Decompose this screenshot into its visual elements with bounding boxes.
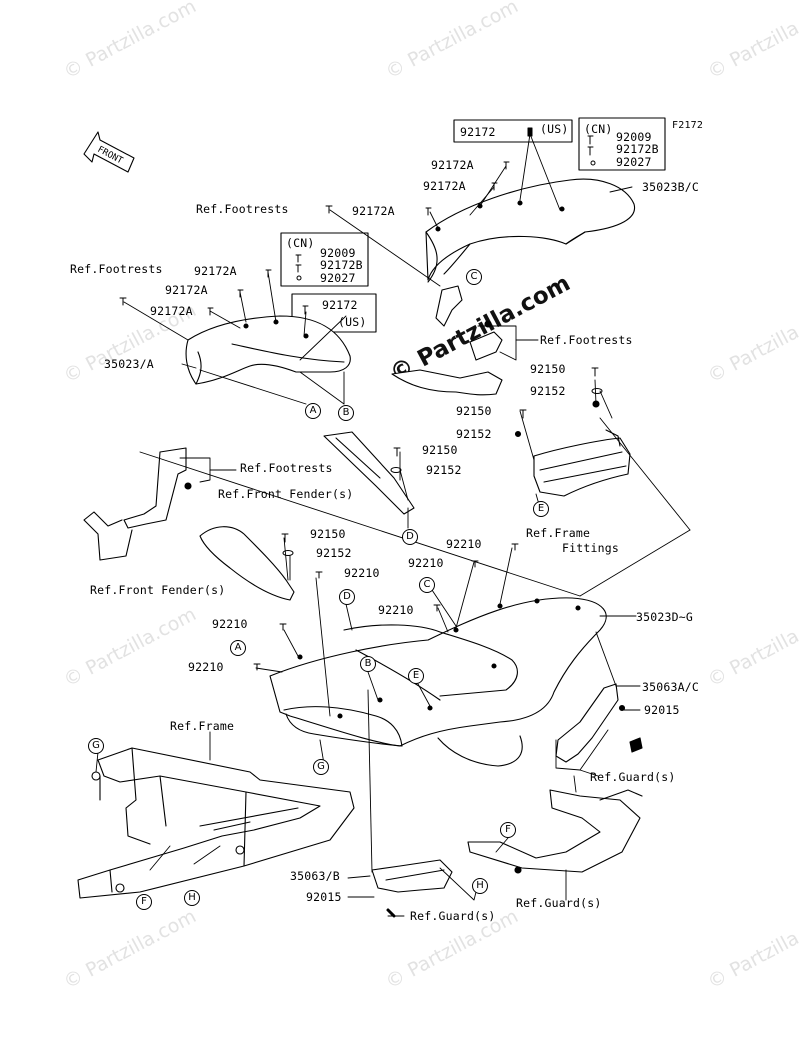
callout-h: H [472,878,488,894]
part-label: 92150 [422,443,458,457]
guard-bracket-right [555,683,643,763]
guard-bracket-lower [371,859,453,918]
side-cover-left [185,315,351,385]
ref-label: Ref.Frame [526,526,591,540]
guard-assembly [467,789,643,874]
part-label: 92172A [431,158,474,172]
callout-e: E [533,501,549,517]
part-label: 35063/B [290,869,340,883]
part-label: 92210 [378,603,414,617]
region-label: (US) [540,122,569,136]
part-label: 35063A/C [642,680,699,694]
part-label: 92172A [352,204,395,218]
ref-label: Ref.Guard(s) [590,770,676,784]
front-arrow-icon: FRONT [83,131,135,173]
frame-fitting [514,400,631,497]
part-label: 92152 [316,546,352,560]
us-part-box [453,119,573,143]
part-label: 92210 [212,617,248,631]
callout-g: G [88,738,104,754]
part-label: 92150 [310,527,346,541]
part-label: 35023/A [104,357,154,371]
part-label: 92210 [446,537,482,551]
part-label: 35023B/C [642,180,699,194]
part-label: 92150 [456,404,492,418]
front-fender-brace [323,431,415,515]
callout-c: C [466,269,482,285]
ref-label: Ref.Footrests [196,202,289,216]
callout-f: F [136,894,152,910]
ref-label: Ref.Front Fender(s) [90,583,226,597]
part-label: 92210 [344,566,380,580]
cn-part-box [578,117,666,171]
region-label: (CN) [584,122,613,136]
ref-label: Ref.Footrests [540,333,633,347]
footrest-bracket-left [83,447,192,561]
footrest-bracket-right [391,285,503,396]
part-label: 92015 [306,890,342,904]
frame [77,747,355,899]
ref-label: Ref.Guard(s) [410,909,496,923]
part-label: 92009 [616,130,652,144]
part-label: 92172A [194,264,237,278]
part-label: 92172A [423,179,466,193]
callout-f: F [500,822,516,838]
part-label: 92210 [408,556,444,570]
screw-icons [119,127,603,671]
front-fender-piece [199,526,295,601]
ref-label: Ref.Frame [170,719,235,733]
ref-label: Ref.Footrests [70,262,163,276]
part-label: 92172A [150,304,193,318]
part-label: 92152 [456,427,492,441]
region-label: (CN) [286,236,315,250]
part-label: 92015 [644,703,680,717]
front-cowl-main [269,597,607,767]
rear-cowl-upper [425,178,636,283]
ref-label: Ref.Front Fender(s) [218,487,354,501]
leader-lines [95,133,691,917]
part-label: 92027 [320,271,356,285]
ref-label: Ref.Guard(s) [516,896,602,910]
part-label: 92027 [616,155,652,169]
cn-part-box-left [280,232,369,287]
callout-a: A [230,640,246,656]
callout-b: B [338,405,354,421]
part-label: 92152 [426,463,462,477]
part-label: 92172 [322,298,358,312]
ref-label: Fittings [562,541,619,555]
region-label: (US) [338,315,367,329]
figure-code: F2172 [672,120,704,131]
ref-label: Ref.Footrests [240,461,333,475]
part-label: 92172B [616,142,659,156]
callout-g: G [313,759,329,775]
part-label: 92172 [460,125,496,139]
part-label: 92009 [320,246,356,260]
part-label: 35023D~G [636,610,693,624]
callout-d: D [339,589,355,605]
part-label: 92152 [530,384,566,398]
callout-b: B [360,656,376,672]
part-label: 92210 [188,660,224,674]
callout-d: D [402,529,418,545]
callout-e: E [408,668,424,684]
part-label: 92172B [320,258,363,272]
callout-h: H [184,890,200,906]
callout-a: A [305,403,321,419]
part-label: 92172A [165,283,208,297]
part-label: 92150 [530,362,566,376]
callout-c: C [419,577,435,593]
